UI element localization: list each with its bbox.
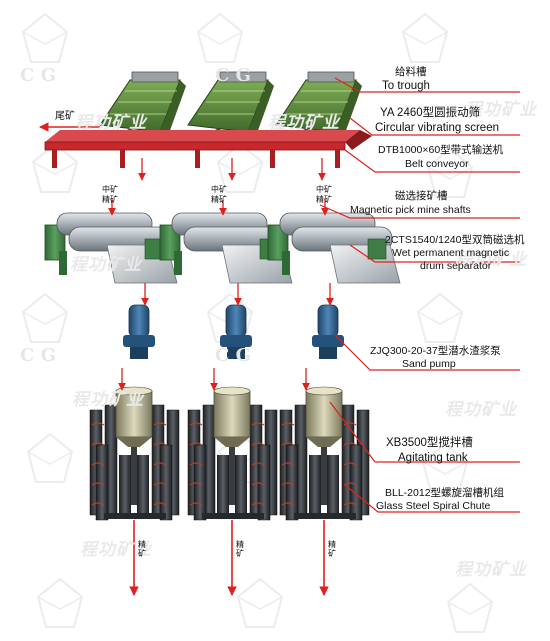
leader-lines [319, 77, 520, 513]
separator-label-en: Wet permanent magnetic [392, 247, 510, 259]
belt-conveyor [39, 122, 372, 168]
watermark-logo: C G [20, 345, 56, 366]
watermark-logo: C G [215, 65, 251, 86]
watermark-text: 程功矿业 [75, 113, 147, 133]
separator-label-en: drum separator [420, 260, 492, 272]
conveyor-label-en: Belt conveyor [405, 158, 469, 170]
watermark-text: 程功矿业 [72, 390, 144, 410]
watermark-text: 程功矿业 [80, 540, 152, 560]
watermark-logo: C G [215, 345, 251, 366]
watermark-text: 程功矿业 [445, 400, 517, 420]
screen-label-en: Circular vibrating screen [375, 122, 499, 134]
watermark-text: 程功矿业 [455, 560, 527, 580]
spiral-chute-units [89, 386, 370, 521]
tailings-label: 尾矿 [55, 111, 75, 122]
conveyor-label-cn: DTB1000×60型带式输送机 [378, 144, 504, 156]
chute-label-en: Glass Steel Spiral Chute [376, 500, 491, 512]
shaft-label-en: Magnetic pick mine shafts [350, 204, 471, 216]
trough-label-cn: 给料槽 [395, 66, 427, 78]
concentrate-label: 精矿 [236, 540, 244, 558]
concentrate-outflow-arrows [129, 520, 329, 596]
separator-label-cn: 2CTS1540/1240型双筒磁选机 [385, 234, 525, 246]
shaft-label-cn: 磁选接矿槽 [395, 190, 448, 202]
tank-label-cn: XB3500型搅拌槽 [386, 437, 473, 449]
pump-label-en: Sand pump [402, 358, 456, 370]
watermark-text: 程功矿业 [465, 100, 537, 120]
middling-label: 中矿 [316, 185, 332, 194]
magnetic-separators [44, 212, 401, 284]
concentrate-label: 精矿 [102, 195, 118, 204]
concentrate-label: 精矿 [316, 195, 332, 204]
screen-label-cn: YA 2460型圆振动筛 [380, 107, 481, 119]
tank-label-en: Agitating tank [398, 452, 468, 464]
concentrate-label: 精矿 [211, 195, 227, 204]
middling-label: 中矿 [211, 185, 227, 194]
watermark-text: 程功矿业 [70, 255, 142, 275]
watermark-text: 程功矿业 [268, 113, 340, 133]
watermark-logo: C G [20, 65, 56, 86]
watermark-text: 程功矿业 [455, 250, 527, 270]
concentrate-label: 精矿 [138, 540, 146, 558]
middling-label: 中矿 [102, 185, 118, 194]
pump-label-cn: ZJQ300-20-37型潜水渣浆泵 [370, 345, 501, 357]
concentrate-label: 精矿 [328, 540, 336, 558]
trough-label-en: To trough [382, 80, 430, 92]
chute-label-cn: BLL-2012型螺旋溜槽机组 [385, 487, 505, 499]
